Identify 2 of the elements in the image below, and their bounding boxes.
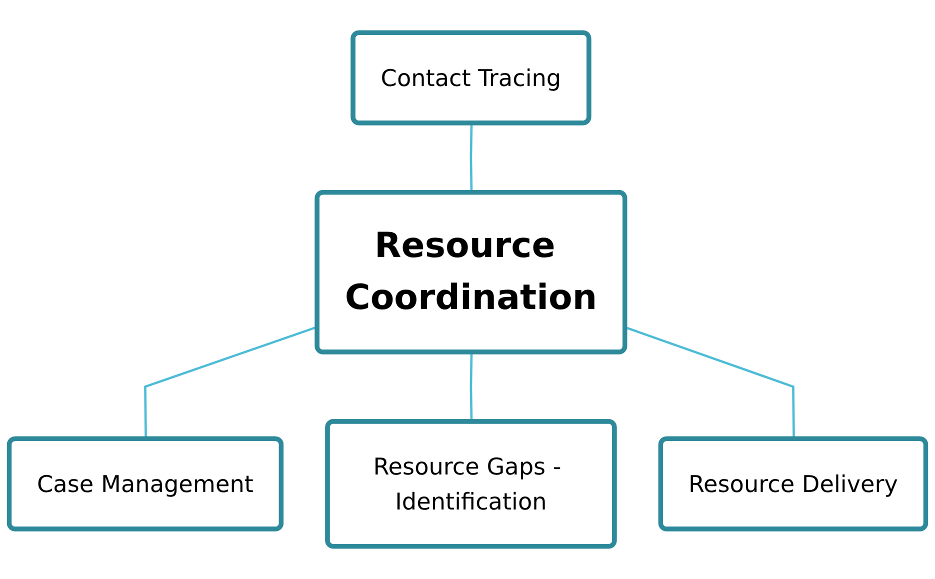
connector: [470, 352, 473, 422]
connector: [470, 123, 473, 193]
